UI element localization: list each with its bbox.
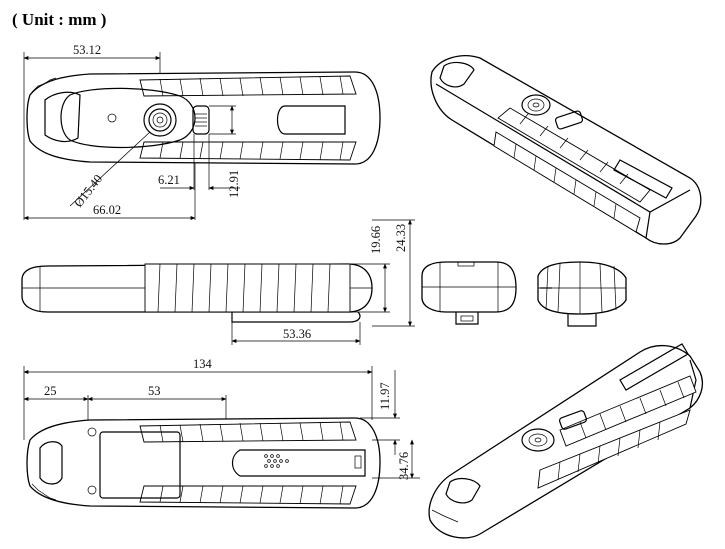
dim-53-36: 53.36 [283,327,311,341]
dim-66-02: 66.02 [93,203,121,217]
slide-switch [192,105,210,135]
end-view-front [421,261,517,325]
battery-window [99,431,181,499]
dim-19-66: 19.66 [369,226,383,254]
perspective-view-top [430,55,702,245]
dim-34-76: 34.76 [397,452,411,480]
dim-134: 134 [193,357,213,371]
side-view: 19.66 24.33 53.36 [21,219,415,345]
lens-outer [143,103,177,137]
dim-12-91: 12.91 [227,170,241,198]
dim-11-97: 11.97 [378,382,392,410]
top-view: 53.12 [23,43,381,220]
dim-6-21: 6.21 [158,173,180,187]
dim-25: 25 [44,384,57,398]
unit-title: ( Unit : mm ) [12,10,106,29]
end-view-rear [537,261,627,327]
belt-clip [231,311,361,323]
dim-53: 53 [148,384,161,398]
dim-24-33: 24.33 [394,224,408,252]
dim-53-12: 53.12 [73,43,101,57]
perspective-view-bottom [428,343,704,539]
bottom-view: 134 25 53 [23,357,420,509]
